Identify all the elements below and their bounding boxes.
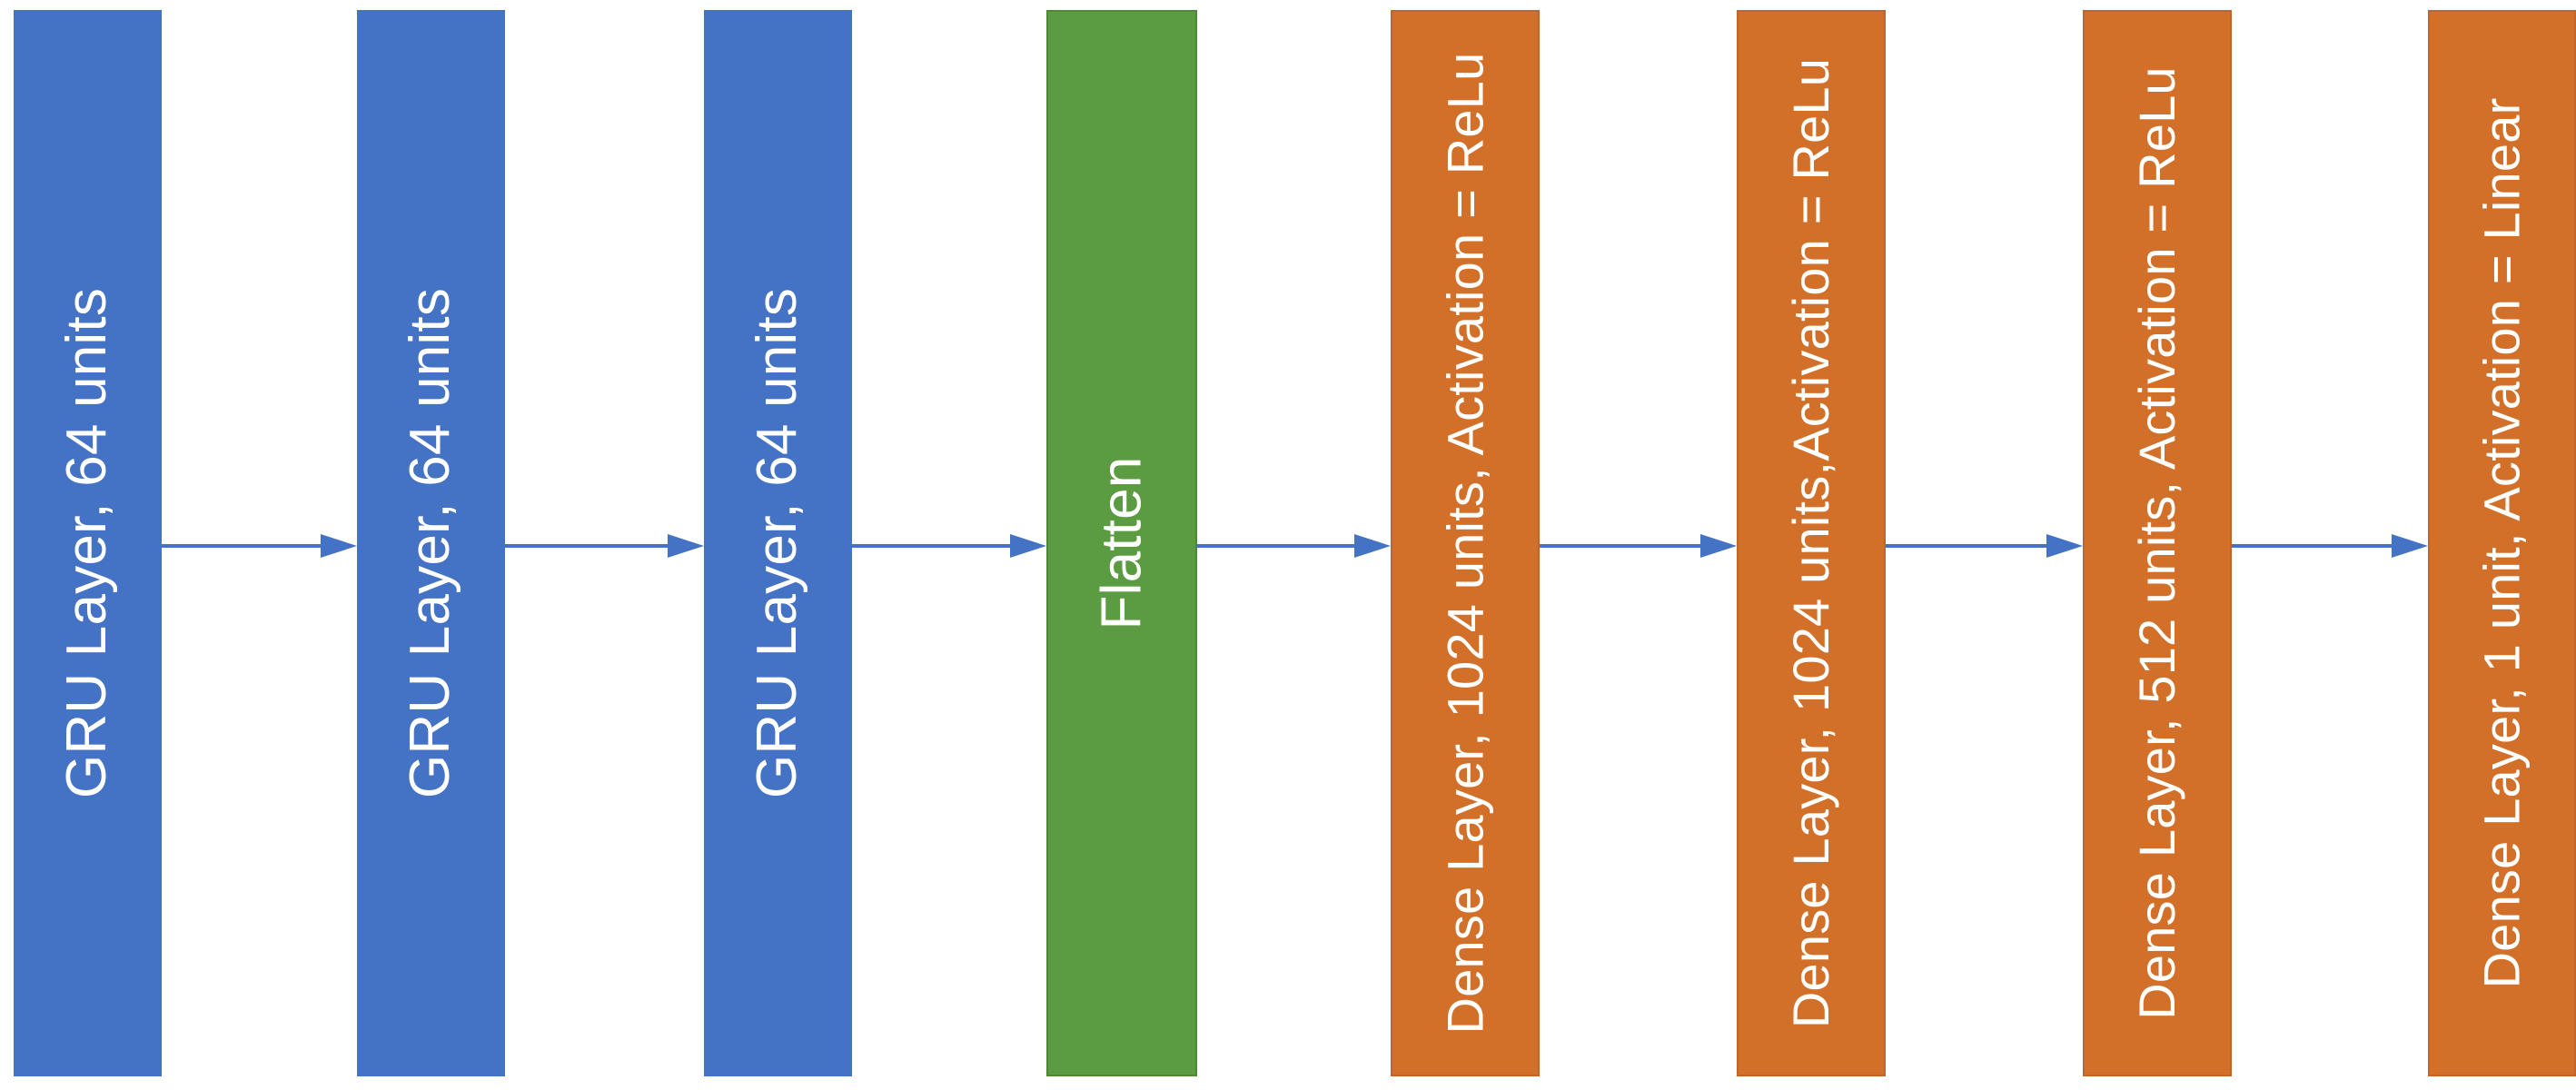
layer-block-dense-1[interactable]: Dense Layer, 1024 units, Activation = Re… bbox=[1391, 10, 1540, 1076]
arrow-head-icon bbox=[2392, 534, 2428, 558]
arrow-head-icon bbox=[1354, 534, 1391, 558]
arrow-shaft bbox=[852, 544, 1019, 548]
layer-label-gru-2: GRU Layer, 64 units bbox=[399, 287, 462, 799]
layer-label-flatten: Flatten bbox=[1090, 456, 1154, 630]
layer-block-dense-4[interactable]: Dense Layer, 1 unit, Activation = Linear bbox=[2428, 10, 2576, 1076]
layer-label-dense-1: Dense Layer, 1024 units, Activation = Re… bbox=[1436, 52, 1494, 1035]
arrow-shaft bbox=[505, 544, 677, 548]
arrow-head-icon bbox=[321, 534, 357, 558]
arrow-shaft bbox=[1886, 544, 2056, 548]
arrow-head-icon bbox=[1010, 534, 1046, 558]
layer-block-dense-2[interactable]: Dense Layer, 1024 units,Activation = ReL… bbox=[1737, 10, 1886, 1076]
layer-block-gru-1[interactable]: GRU Layer, 64 units bbox=[14, 10, 162, 1076]
arrow-shaft bbox=[1540, 544, 1709, 548]
layer-label-gru-1: GRU Layer, 64 units bbox=[55, 287, 119, 799]
arrow-shaft bbox=[162, 544, 330, 548]
layer-label-gru-3: GRU Layer, 64 units bbox=[746, 287, 809, 799]
layer-label-dense-4: Dense Layer, 1 unit, Activation = Linear bbox=[2472, 97, 2531, 989]
arrow-head-icon bbox=[668, 534, 704, 558]
layer-block-gru-2[interactable]: GRU Layer, 64 units bbox=[357, 10, 505, 1076]
layer-block-dense-3[interactable]: Dense Layer, 512 units, Activation = ReL… bbox=[2083, 10, 2232, 1076]
arrow-head-icon bbox=[1700, 534, 1737, 558]
layer-label-dense-3: Dense Layer, 512 units, Activation = ReL… bbox=[2128, 66, 2186, 1020]
layer-block-gru-3[interactable]: GRU Layer, 64 units bbox=[704, 10, 852, 1076]
arrow-shaft bbox=[2232, 544, 2401, 548]
arrow-head-icon bbox=[2046, 534, 2083, 558]
layer-block-flatten[interactable]: Flatten bbox=[1046, 10, 1197, 1076]
layer-label-dense-2: Dense Layer, 1024 units,Activation = ReL… bbox=[1782, 57, 1839, 1029]
arrow-shaft bbox=[1197, 544, 1363, 548]
